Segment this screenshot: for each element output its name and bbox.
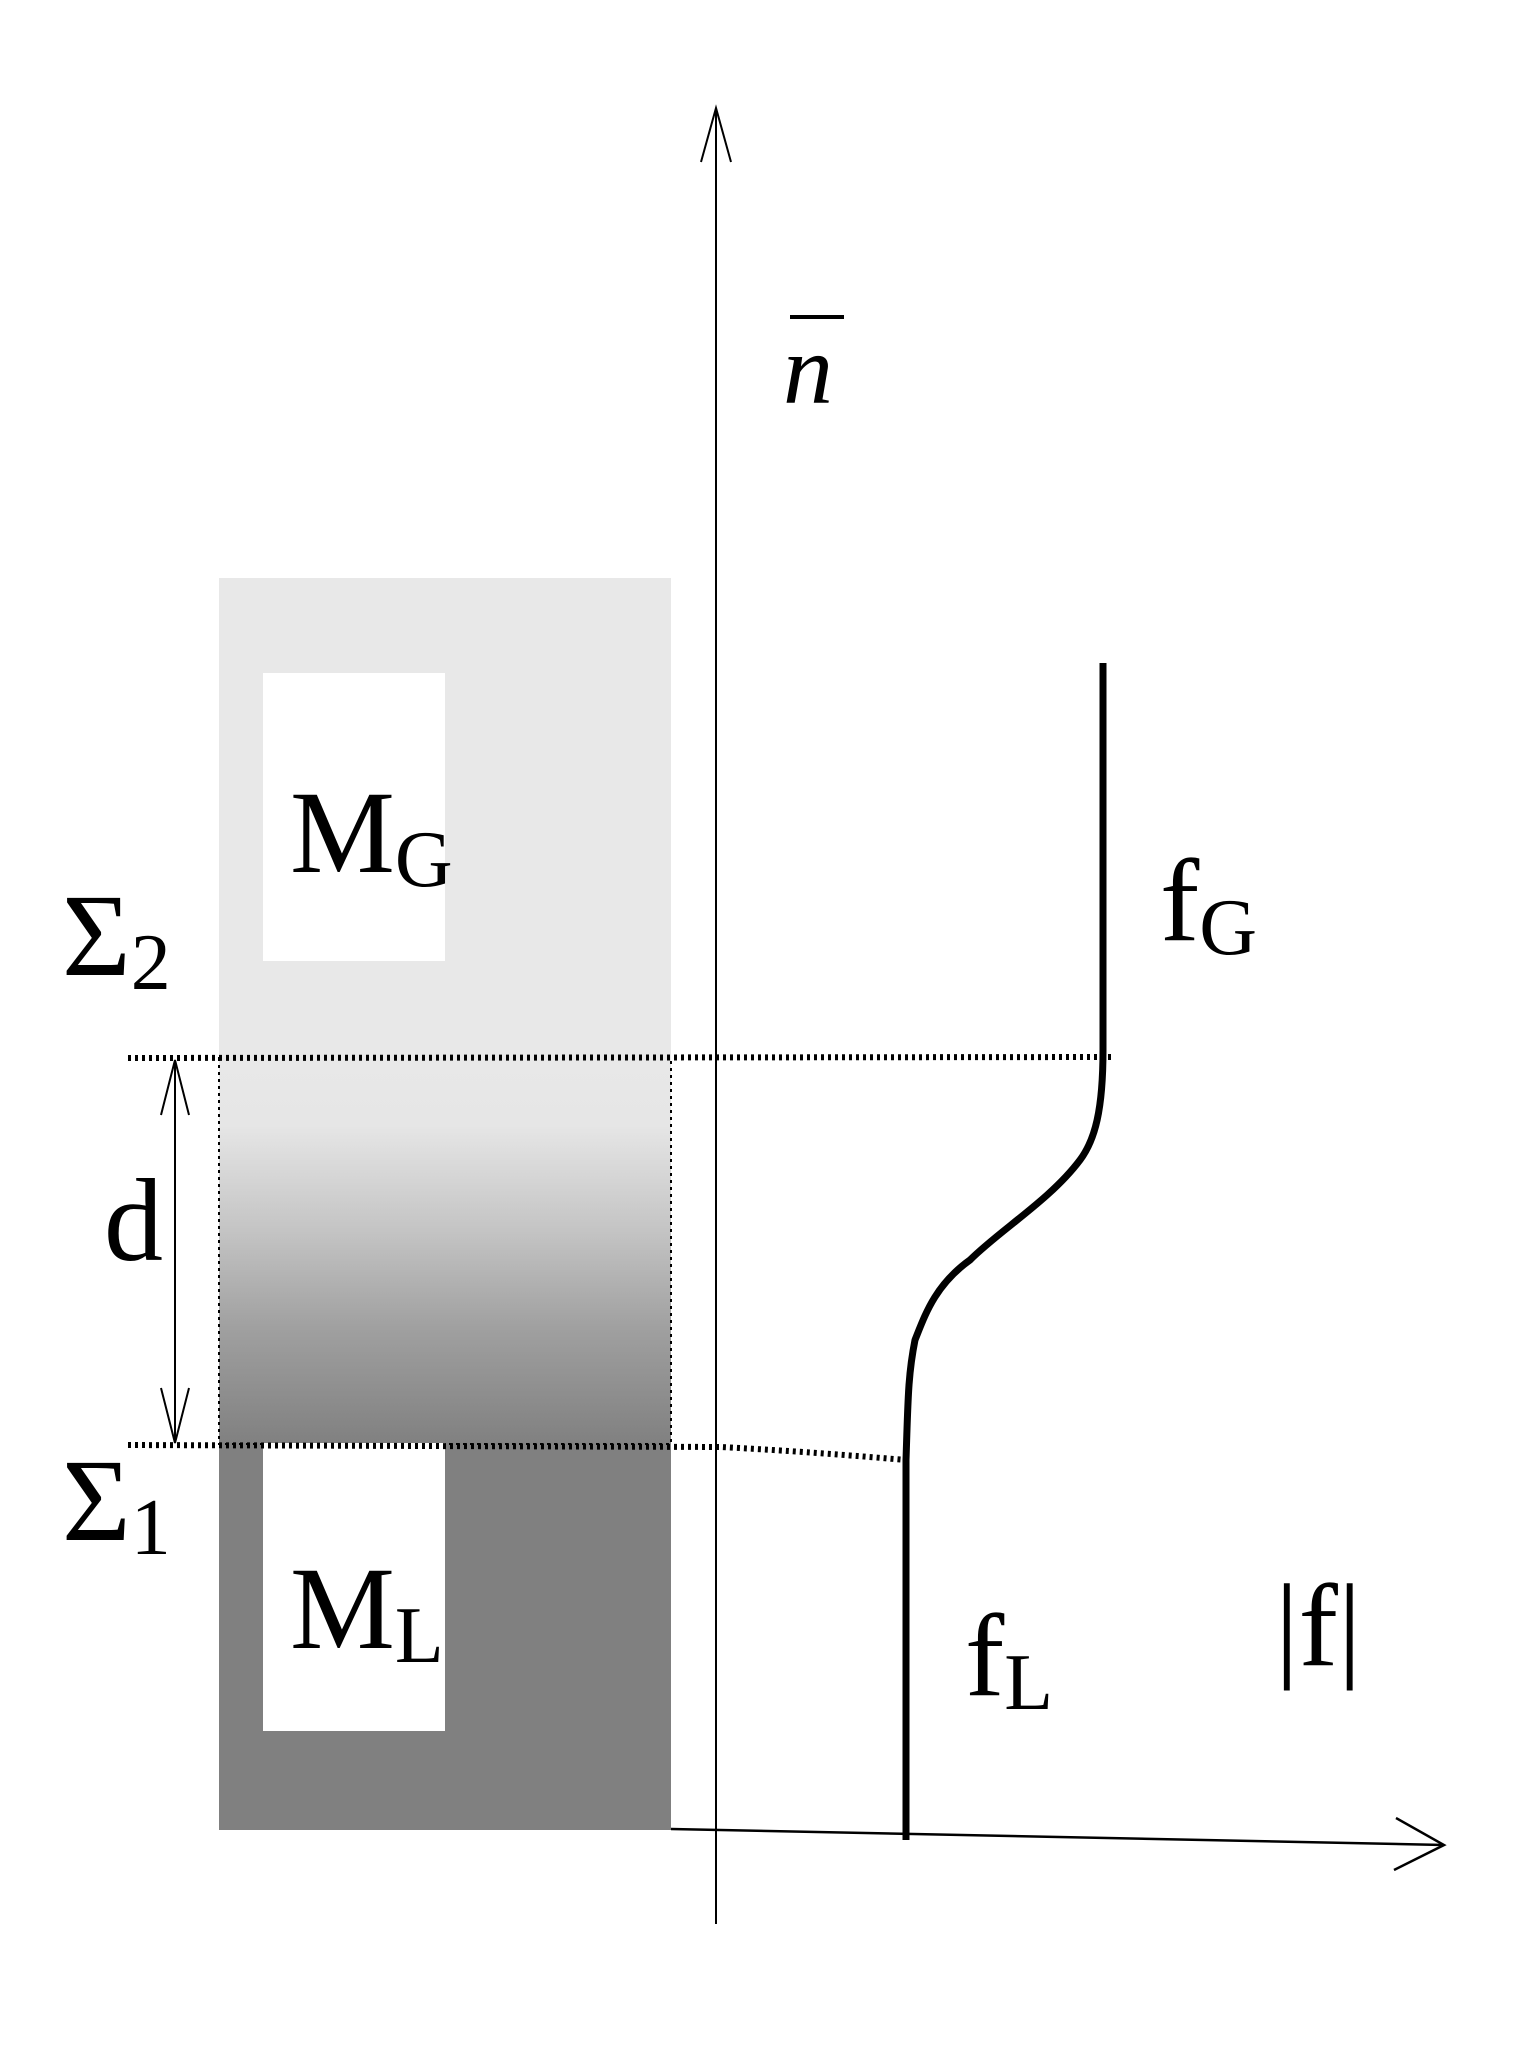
- curve-liquid-label: fL: [965, 1590, 1053, 1727]
- curve-gas-label-main: f: [1160, 835, 1200, 966]
- liquid-label-box: [263, 1443, 445, 1731]
- thickness-arrow-top: [160, 1059, 190, 1116]
- region-gas-label: MG: [290, 767, 453, 904]
- curve-gas-label-sub: G: [1199, 884, 1257, 972]
- curve-gas-label: fG: [1160, 835, 1257, 972]
- region-liquid-label-main: M: [290, 1543, 395, 1674]
- interface-lower-label: Σ1: [62, 1435, 171, 1572]
- thickness-arrow-bottom: [160, 1387, 190, 1444]
- interface-upper-label-sub: 2: [131, 919, 171, 1007]
- horizontal-axis-label: |f|: [1275, 1560, 1362, 1691]
- interface-upper-line: [127, 1054, 1113, 1061]
- interface-lower-line: [127, 1442, 907, 1463]
- thickness-label: d: [104, 1155, 163, 1286]
- interface-upper-label-main: Σ: [62, 870, 131, 1001]
- curve-liquid-label-main: f: [965, 1590, 1005, 1721]
- region-liquid-label-sub: L: [395, 1592, 444, 1680]
- region-liquid-label: ML: [290, 1543, 444, 1680]
- interface-lower-label-main: Σ: [62, 1435, 131, 1566]
- vertical-axis-arrowhead: [700, 104, 732, 163]
- profile-curve: [902, 663, 1107, 1840]
- region-gas-label-sub: G: [395, 816, 453, 904]
- region-gas-label-main: M: [290, 767, 395, 898]
- horizontal-axis: [670, 1827, 1445, 1847]
- interface-upper-label: Σ2: [62, 870, 171, 1007]
- horizontal-axis-arrowhead: [1393, 1816, 1447, 1872]
- gas-label-box: [263, 673, 445, 961]
- vertical-axis-label: n: [783, 314, 833, 425]
- interface-lower-label-sub: 1: [131, 1484, 171, 1572]
- curve-liquid-label-sub: L: [1004, 1639, 1053, 1727]
- interface-layer: [219, 1055, 671, 1445]
